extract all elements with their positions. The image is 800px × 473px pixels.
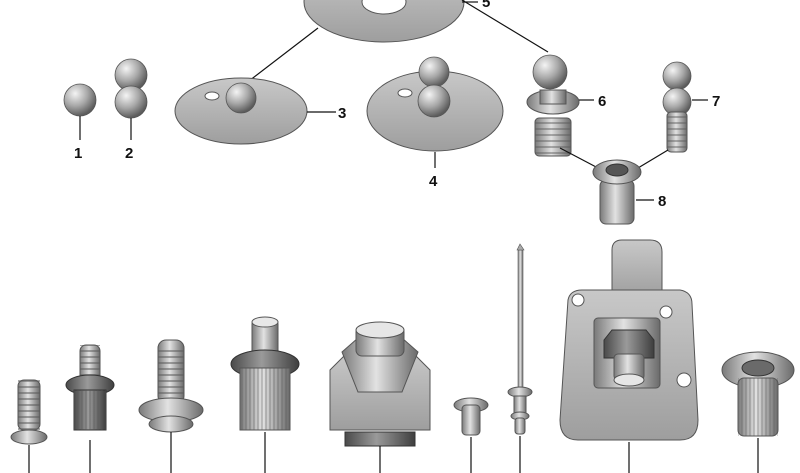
callout-6: 6 bbox=[598, 93, 606, 110]
part-13-hex-nut-plate bbox=[329, 321, 431, 447]
leader-5b bbox=[244, 27, 319, 85]
part-14-rivet bbox=[453, 397, 489, 436]
part-10-screw-with-collar bbox=[65, 344, 115, 431]
leader-5 bbox=[461, 0, 549, 53]
callout-8: 8 bbox=[658, 193, 666, 210]
callout-3: 3 bbox=[338, 105, 346, 122]
part-8-rivet-nut bbox=[592, 159, 642, 225]
callout-4: 4 bbox=[429, 173, 438, 190]
part-7-ball-stud-screw bbox=[662, 61, 692, 153]
part-3-disc-ball-stud bbox=[174, 77, 308, 145]
part-17-flanged-rivet-nut bbox=[721, 351, 795, 437]
callout-5: 5 bbox=[482, 0, 490, 11]
part-15-blind-rivet bbox=[507, 243, 533, 435]
leader-7-8 bbox=[637, 149, 669, 169]
part-6-threaded-ball-stud bbox=[526, 54, 580, 157]
part-12-pin-stud bbox=[230, 316, 300, 431]
part-9-screw bbox=[10, 379, 48, 445]
part-1-ball-stud bbox=[63, 83, 97, 117]
part-11-bolt bbox=[138, 339, 204, 433]
leader-6-8 bbox=[559, 147, 599, 169]
callout-7: 7 bbox=[712, 93, 720, 110]
part-16-bracket-nut-plate bbox=[559, 239, 699, 441]
callout-2: 2 bbox=[125, 145, 133, 162]
part-4-disc-double-ball-stud bbox=[366, 56, 504, 152]
callout-1: 1 bbox=[74, 145, 82, 162]
part-5-washer bbox=[303, 0, 465, 43]
part-2-double-ball-stud bbox=[114, 58, 148, 119]
